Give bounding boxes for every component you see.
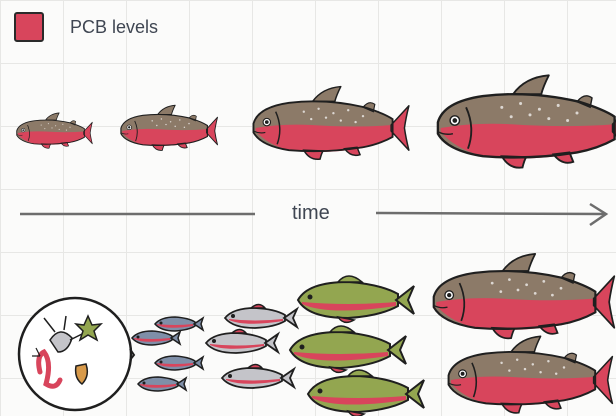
plankton-magnifier xyxy=(17,296,136,412)
legend: PCB levels xyxy=(14,10,158,44)
small-fish-2 xyxy=(131,330,181,346)
time-axis-label: time xyxy=(292,202,330,224)
small-fish-3 xyxy=(154,355,204,371)
time-arrow xyxy=(20,202,609,227)
green-fish-3 xyxy=(307,369,425,416)
medium-fish-1 xyxy=(224,303,298,329)
green-fish-1 xyxy=(297,275,415,324)
medium-fish-3 xyxy=(221,363,295,389)
trout-stage-4 xyxy=(436,74,616,169)
adult-trout-2 xyxy=(447,335,614,414)
zooplankton-icon xyxy=(32,314,104,389)
trout-stage-1 xyxy=(16,112,93,149)
small-fish-1 xyxy=(154,316,204,332)
small-fish-4 xyxy=(137,376,187,392)
trout-stage-2 xyxy=(120,104,219,152)
green-fish-2 xyxy=(289,325,407,374)
adult-trout-1 xyxy=(432,252,616,340)
legend-swatch-pcb xyxy=(14,12,44,42)
trout-stage-3 xyxy=(252,85,410,161)
legend-label: PCB levels xyxy=(70,16,159,37)
medium-fish-2 xyxy=(205,328,279,354)
